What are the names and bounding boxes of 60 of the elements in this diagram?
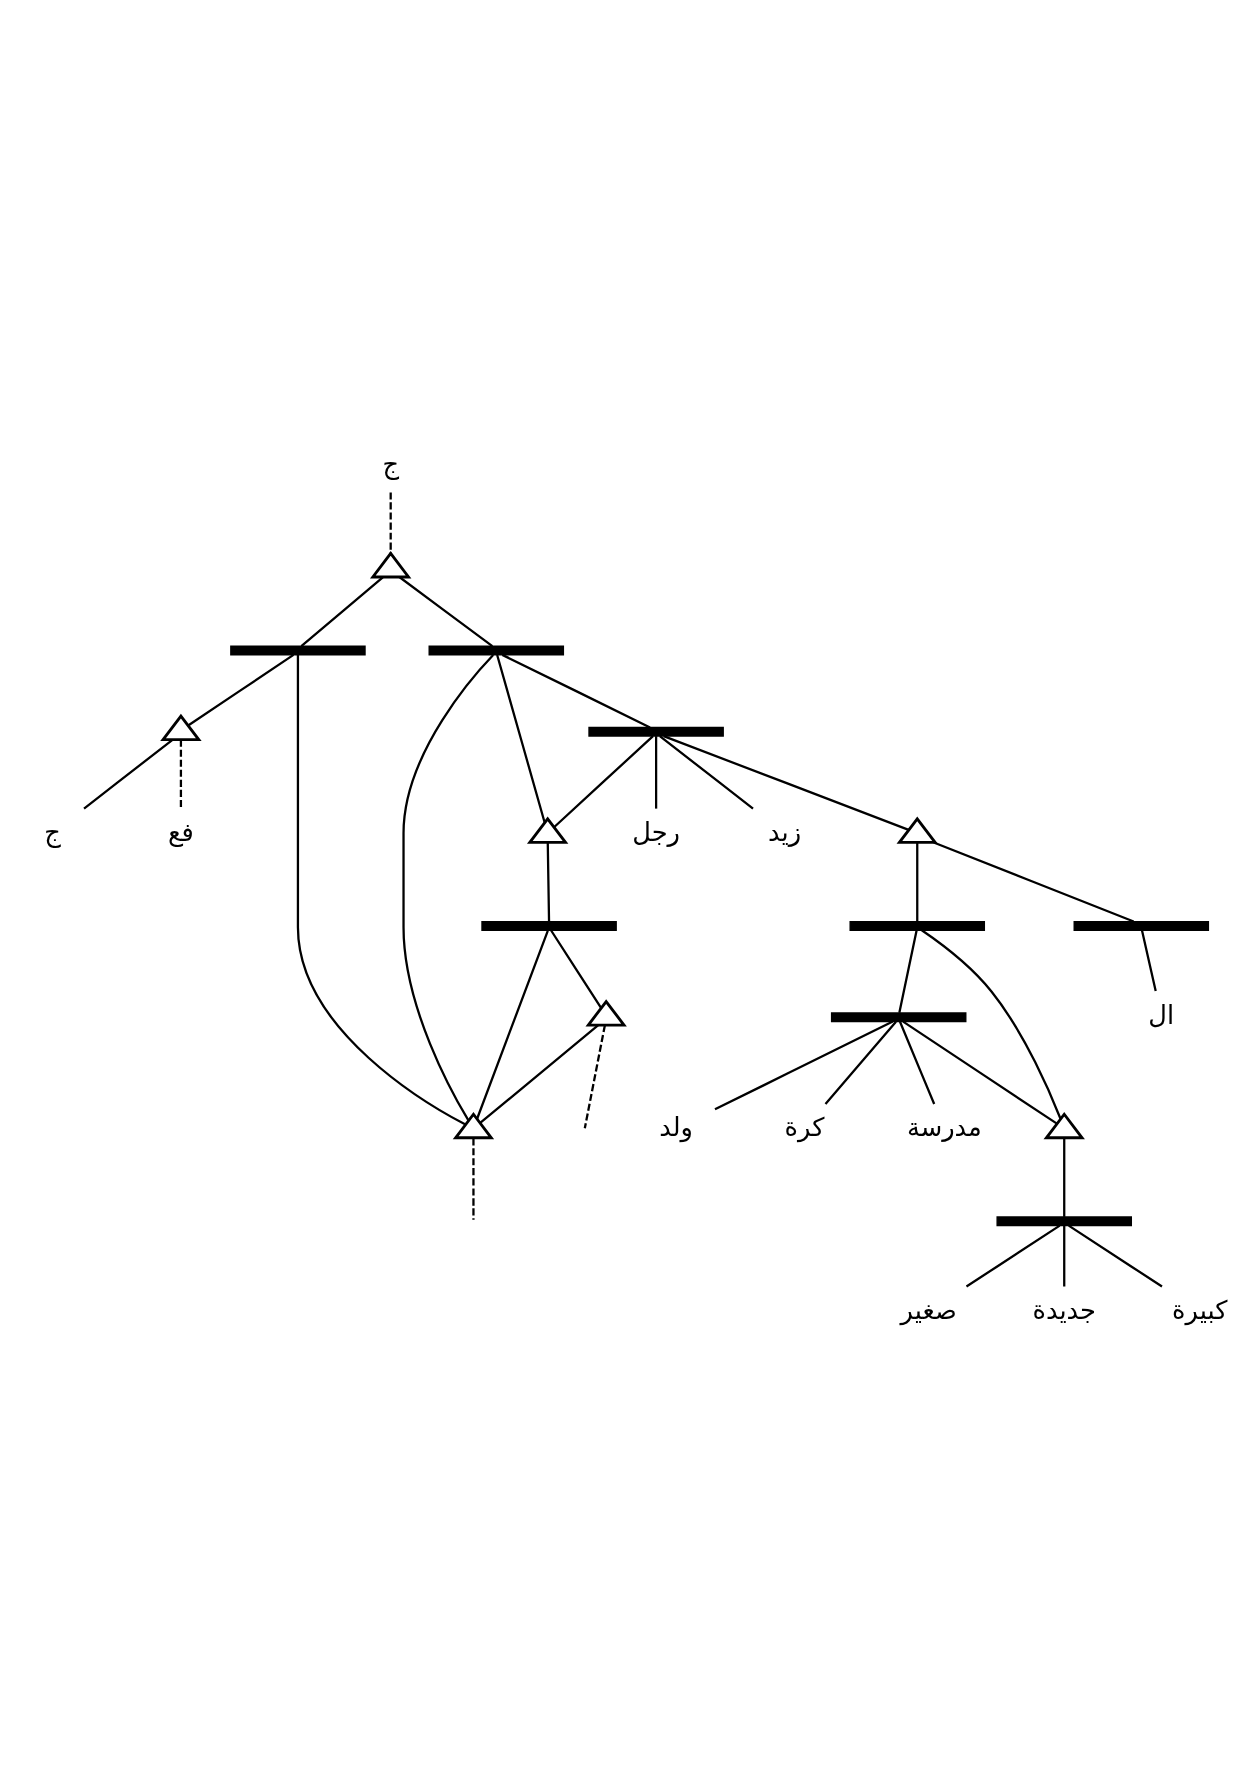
connector (1063, 1137, 1066, 1217)
node-text: كرة (784, 1111, 825, 1142)
connector (933, 840, 1135, 922)
connector (1068, 1224, 1163, 1287)
node-text: ج (382, 448, 399, 479)
connector (472, 1137, 475, 1220)
connector (546, 842, 551, 921)
node-bar (849, 920, 986, 931)
connector (300, 575, 384, 647)
node-triangle (160, 713, 202, 741)
connector (550, 929, 602, 1008)
node-text: زيد (768, 816, 802, 847)
connector (553, 734, 654, 828)
connector (916, 842, 919, 921)
node-triangle (526, 816, 569, 844)
node-bar (588, 726, 724, 737)
node-text: صغير (900, 1294, 957, 1325)
connector (1140, 929, 1157, 991)
connector (187, 653, 295, 726)
connector (583, 1024, 606, 1128)
connector (179, 739, 183, 809)
node-bar (830, 1011, 967, 1022)
node-text: جديدة (1032, 1294, 1096, 1325)
connector (898, 929, 918, 1013)
connector (501, 653, 651, 728)
connector (965, 1224, 1061, 1287)
node-text: ولد (659, 1111, 693, 1142)
node-text: ج (44, 816, 61, 847)
node-text: رجل (632, 816, 680, 847)
node-bar (996, 1215, 1132, 1226)
node-bar (481, 920, 617, 931)
connector (398, 575, 494, 647)
node-text: كبيرة (1172, 1294, 1228, 1325)
connector (476, 929, 549, 1119)
node-triangle (1043, 1111, 1085, 1139)
node-text: ال (1148, 999, 1175, 1029)
connector (921, 928, 1062, 1119)
node-triangle (452, 1111, 495, 1139)
node-triangle (585, 998, 627, 1026)
connector (479, 1023, 599, 1124)
connector (496, 654, 546, 823)
connector (714, 1020, 894, 1110)
connector (659, 734, 754, 810)
node-text: مدرسة (906, 1111, 982, 1142)
node-bar (428, 645, 565, 655)
connector (824, 1020, 897, 1105)
connector (402, 653, 495, 1121)
node-triangle (370, 550, 412, 578)
connector (898, 1020, 936, 1104)
node-bar (1073, 920, 1210, 931)
connector (654, 735, 658, 809)
connector (296, 654, 466, 1125)
node-bar (230, 645, 366, 655)
node-triangle (896, 816, 938, 844)
connector (83, 738, 174, 809)
connector (663, 734, 910, 831)
node-text: فع (167, 816, 194, 847)
connector (389, 492, 392, 553)
connector (1063, 1225, 1066, 1286)
connector (902, 1020, 1058, 1125)
